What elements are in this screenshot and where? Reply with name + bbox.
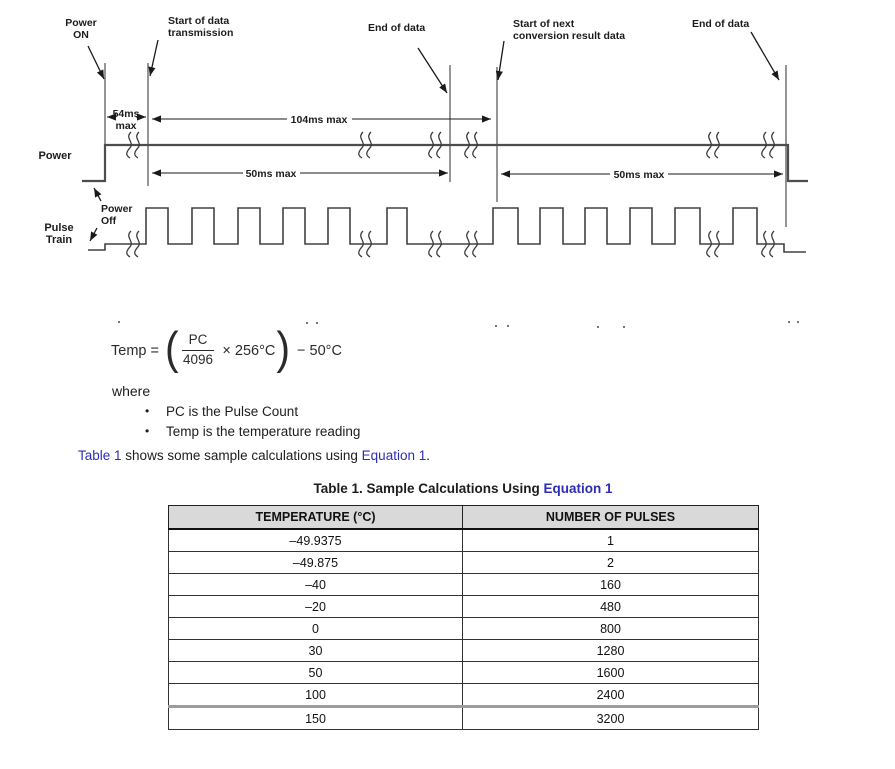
dim-50ms-a-label: 50ms max — [246, 168, 297, 180]
pulses-cell: 3200 — [462, 705, 759, 730]
stray-dot — [316, 322, 318, 324]
end-of-data-1-arrow — [417, 47, 448, 94]
start-of-next-label: Start of next — [513, 18, 575, 30]
power-off-label: Power — [101, 203, 133, 215]
equation-lhs: Temp = — [111, 342, 159, 359]
end-of-data-1-label: End of data — [368, 22, 425, 34]
equation-multiplier: × 256°C — [222, 342, 276, 359]
equation-1: Temp = ( PC 4096 × 256°C ) − 50°C — [111, 322, 342, 374]
list-item-text: PC is the Pulse Count — [166, 403, 299, 419]
power-off-lower-arrow — [89, 227, 98, 242]
stray-dot — [797, 321, 799, 323]
timing-diagram: Power ON Start of data transmission End … — [38, 15, 808, 258]
dimension-arrows — [107, 113, 783, 178]
start-of-data-label: Start of data — [168, 15, 229, 27]
pulses-cell: 1280 — [462, 639, 759, 662]
stray-dot — [118, 321, 120, 323]
dim-104ms-label: 104ms max — [291, 114, 348, 126]
dim-54ms-label-line2: max — [115, 120, 136, 132]
sample-calculations-table: TEMPERATURE (°C) NUMBER OF PULSES –49.93… — [168, 505, 759, 730]
definition-list: • PC is the Pulse Count • Temp is the te… — [145, 401, 360, 441]
bullet-icon: • — [145, 404, 150, 418]
dim-50ms-b-label: 50ms max — [614, 169, 665, 181]
pulses-cell: 2400 — [462, 683, 759, 707]
pulses-cell: 1600 — [462, 661, 759, 684]
stray-dot — [507, 325, 509, 327]
paragraph-period: . — [426, 448, 430, 463]
fraction-denominator: 4096 — [182, 352, 214, 367]
caption-equation-link[interactable]: Equation 1 — [543, 481, 613, 496]
power-on-arrow — [87, 45, 105, 80]
temperature-cell: –20 — [168, 595, 463, 618]
intro-paragraph: Table 1 shows some sample calculations u… — [78, 448, 430, 463]
caption-text: Table 1. Sample Calculations Using — [313, 481, 544, 496]
start-of-data-label-line2: transmission — [168, 27, 233, 39]
pulses-cell: 1 — [462, 528, 759, 552]
power-off-upper-arrow — [93, 187, 102, 202]
fraction-numerator: PC — [181, 332, 215, 351]
stray-dot — [597, 326, 599, 328]
start-of-next-arrow — [495, 40, 505, 81]
pulse-train-waveform — [88, 207, 806, 253]
column-header-temperature: TEMPERATURE (°C) — [168, 505, 463, 530]
equation-fraction: PC 4096 — [181, 332, 215, 369]
equation-1-link[interactable]: Equation 1 — [361, 448, 427, 463]
temperature-cell: 50 — [168, 661, 463, 684]
pulses-cell: 480 — [462, 595, 759, 618]
power-waveform — [82, 143, 808, 183]
temperature-cell: 0 — [168, 617, 463, 640]
temperature-cell: 150 — [168, 705, 463, 730]
stray-dot — [306, 322, 308, 324]
start-of-data-arrow — [148, 39, 159, 77]
open-paren: ( — [164, 322, 179, 373]
dim-54ms-label: 54ms — [113, 108, 140, 120]
paragraph-text: shows some sample calculations using — [121, 448, 362, 463]
power-on-label: Power — [65, 17, 97, 29]
pulses-cell: 2 — [462, 551, 759, 574]
pulses-cell: 800 — [462, 617, 759, 640]
equation-offset: − 50°C — [297, 342, 342, 359]
bullet-icon: • — [145, 424, 150, 438]
power-signal-label: Power — [38, 150, 72, 162]
leader-arrows — [87, 31, 780, 242]
where-label: where — [112, 383, 151, 399]
list-item: • Temp is the temperature reading — [145, 421, 360, 441]
stray-dot — [623, 326, 625, 328]
table-header-row: TEMPERATURE (°C) NUMBER OF PULSES — [168, 505, 759, 530]
stray-dot — [495, 325, 497, 327]
pulse-train-signal-label-line2: Train — [46, 234, 73, 246]
temperature-cell: 30 — [168, 639, 463, 662]
list-item-text: Temp is the temperature reading — [166, 423, 361, 439]
power-off-label-line2: Off — [101, 215, 117, 227]
stray-dot — [788, 321, 790, 323]
temperature-cell: –49.875 — [168, 551, 463, 574]
list-item: • PC is the Pulse Count — [145, 401, 360, 421]
temperature-cell: –40 — [168, 573, 463, 596]
temperature-cell: –49.9375 — [168, 528, 463, 552]
temperature-cell: 100 — [168, 683, 463, 707]
table-1-link[interactable]: Table 1 — [78, 448, 122, 463]
end-of-data-2-arrow — [750, 31, 780, 81]
pulses-cell: 160 — [462, 573, 759, 596]
end-of-data-2-label: End of data — [692, 18, 749, 30]
start-of-next-label-line2: conversion result data — [513, 30, 625, 42]
close-paren: ) — [276, 322, 291, 373]
power-on-label-line2: ON — [73, 29, 89, 41]
column-header-pulses: NUMBER OF PULSES — [462, 505, 759, 530]
table-caption: Table 1. Sample Calculations Using Equat… — [168, 481, 758, 496]
pulse-train-signal-label: Pulse — [44, 222, 73, 234]
